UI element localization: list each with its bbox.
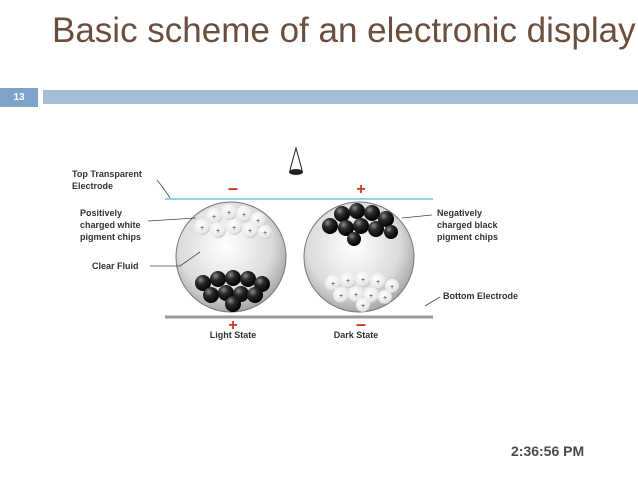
svg-text:+: + bbox=[256, 218, 260, 225]
svg-text:+: + bbox=[242, 212, 246, 219]
eye-icon bbox=[289, 146, 303, 175]
slide-title: Basic scheme of an electronic display bbox=[52, 11, 636, 50]
svg-text:+: + bbox=[248, 228, 252, 235]
white-chips-label-1: Positively bbox=[80, 208, 122, 218]
leader-lines bbox=[147, 179, 441, 307]
svg-text:+: + bbox=[383, 295, 387, 302]
white-chips-label-3: pigment chips bbox=[80, 232, 141, 242]
light-white-chips: ++ ++ ++ ++ + bbox=[194, 204, 272, 239]
light-black-chips bbox=[195, 270, 270, 312]
white-chips-label-2: charged white bbox=[80, 220, 141, 230]
svg-text:+: + bbox=[232, 225, 236, 232]
svg-text:+: + bbox=[263, 230, 267, 237]
svg-text:+: + bbox=[227, 210, 231, 217]
dark-black-chips bbox=[322, 203, 398, 246]
dark-top-sign: + bbox=[356, 181, 365, 198]
svg-text:+: + bbox=[331, 281, 335, 288]
svg-text:+: + bbox=[376, 279, 380, 286]
slide-number: 13 bbox=[0, 88, 38, 107]
clear-fluid-label: Clear Fluid bbox=[92, 261, 139, 271]
svg-text:+: + bbox=[354, 292, 358, 299]
svg-text:+: + bbox=[346, 278, 350, 285]
top-electrode-label-2: Electrode bbox=[72, 181, 113, 191]
svg-text:+: + bbox=[390, 284, 394, 291]
svg-text:+: + bbox=[200, 225, 204, 232]
dark-state-label: Dark State bbox=[334, 330, 379, 340]
dark-white-chips: ++ ++ ++ ++ ++ bbox=[325, 271, 399, 312]
black-chips-label-1: Negatively bbox=[437, 208, 482, 218]
top-electrode-label-1: Top Transparent bbox=[72, 169, 142, 179]
light-top-sign: – bbox=[228, 178, 238, 198]
svg-text:+: + bbox=[339, 293, 343, 300]
svg-text:+: + bbox=[369, 293, 373, 300]
svg-text:+: + bbox=[212, 214, 216, 221]
light-bottom-sign: + bbox=[228, 317, 237, 334]
svg-text:+: + bbox=[361, 303, 365, 310]
svg-text:+: + bbox=[216, 228, 220, 235]
svg-text:+: + bbox=[361, 277, 365, 284]
bottom-electrode-label: Bottom Electrode bbox=[443, 291, 518, 301]
title-accent-bar bbox=[43, 90, 638, 104]
light-state-label: Light State bbox=[210, 330, 257, 340]
black-chips-label-2: charged black bbox=[437, 220, 499, 230]
dark-bottom-sign: – bbox=[356, 314, 366, 334]
slide-timestamp: 2:36:56 PM bbox=[511, 443, 585, 459]
black-chips-label-3: pigment chips bbox=[437, 232, 498, 242]
